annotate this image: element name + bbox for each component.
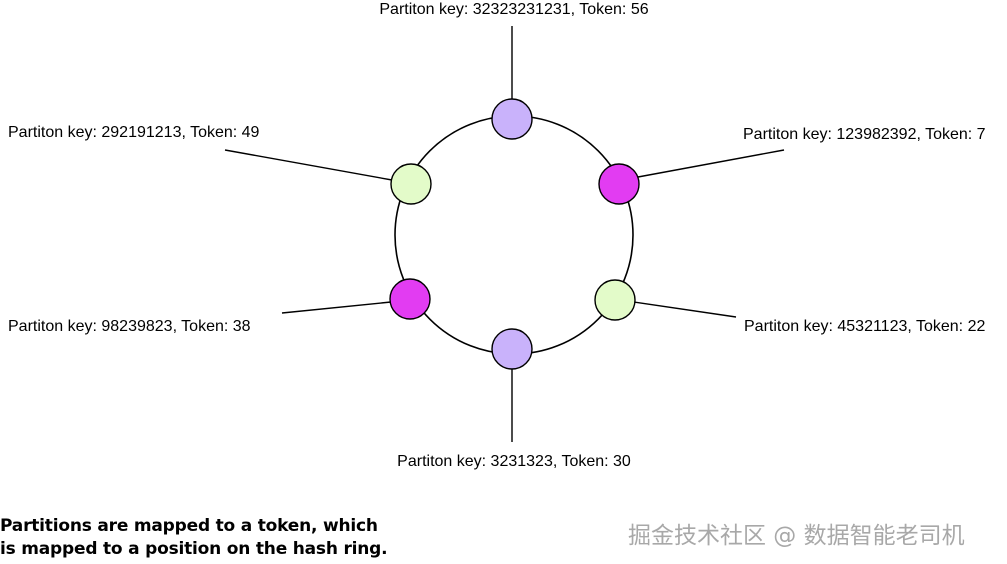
connector-line-token-7 [637, 149, 785, 178]
token-node-38 [389, 278, 431, 320]
token-node-22 [594, 279, 636, 321]
token-node-49 [390, 163, 432, 205]
token-node-7 [598, 163, 640, 205]
label-token-30: Partiton key: 3231323, Token: 30 [397, 453, 631, 470]
label-token-56: Partiton key: 32323231231, Token: 56 [379, 1, 648, 18]
caption-line-1: Partitions are mapped to a token, which [0, 516, 378, 536]
label-token-38: Partiton key: 98239823, Token: 38 [8, 318, 251, 335]
caption-line-2: is mapped to a position on the hash ring… [0, 539, 388, 559]
connector-line-token-49 [224, 149, 393, 181]
figure-caption: Partitions are mapped to a token, which … [0, 515, 388, 561]
connector-line-token-38 [281, 301, 392, 314]
connector-line-token-22 [633, 301, 737, 318]
hash-ring [394, 115, 634, 355]
label-token-22: Partiton key: 45321123, Token: 22 [744, 318, 985, 335]
label-token-7: Partiton key: 123982392, Token: 7 [743, 126, 986, 143]
label-token-49: Partiton key: 292191213, Token: 49 [8, 124, 260, 141]
watermark: 掘金技术社区 @ 数据智能老司机 [628, 523, 965, 549]
token-node-56 [491, 98, 533, 140]
token-node-30 [491, 328, 533, 370]
